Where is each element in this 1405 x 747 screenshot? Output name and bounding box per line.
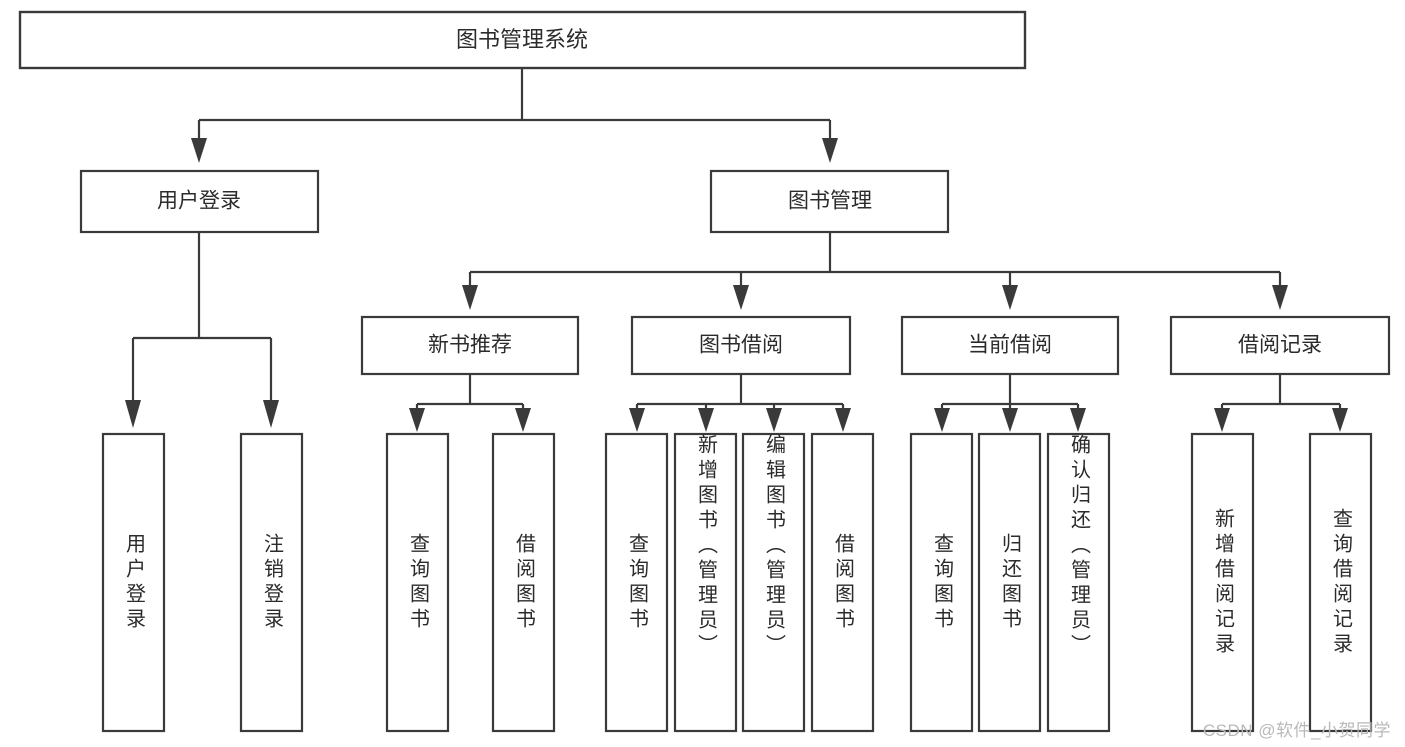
arrow-head-userlogin-leaf2 <box>263 400 279 428</box>
node-book-borrow-box <box>630 315 852 376</box>
arrow-head-bookborrow-leaf1 <box>629 408 645 432</box>
node-root-label: 图书管理系统 <box>456 27 588 52</box>
node-user-login-box <box>79 169 320 234</box>
leaf-box-user-login-0[interactable] <box>101 432 166 733</box>
arrow-head-newbook <box>462 285 478 310</box>
leaf-box-book-borrow-1[interactable] <box>673 432 738 733</box>
arrow-head-bookborrow-leaf3 <box>766 408 782 432</box>
node-borrow-record-box <box>1169 315 1391 376</box>
node-current-borrow[interactable]: 当前借阅 <box>900 315 1120 376</box>
connector-group-borrowrecord-leaves <box>1214 374 1348 432</box>
leaf-box-borrow-record-0[interactable] <box>1190 432 1255 733</box>
connector-group-currentborrow-leaves <box>934 374 1086 432</box>
node-user-login-label: 用户登录 <box>157 190 241 213</box>
node-book-management-label: 图书管理 <box>788 190 872 213</box>
connector-group-userlogin-leaves <box>125 232 279 428</box>
csdn-watermark: CSDN @软件_小贺同学 <box>1202 721 1391 740</box>
node-borrow-record-label: 借阅记录 <box>1238 334 1322 357</box>
node-book-borrow-label: 图书借阅 <box>699 334 783 357</box>
arrow-head-borrowrecord-leaf1 <box>1214 408 1230 432</box>
node-root-system[interactable]: 图书管理系统 <box>18 10 1027 70</box>
node-root-box <box>18 10 1027 70</box>
node-borrow-record[interactable]: 借阅记录 <box>1169 315 1391 376</box>
arrow-head-currentborrow-leaf1 <box>934 408 950 432</box>
leaf-box-borrow-record-1[interactable] <box>1308 432 1373 733</box>
node-new-book-recommend-label: 新书推荐 <box>428 334 512 357</box>
node-new-book-recommend-box <box>360 315 580 376</box>
leaf-box-current-borrow-2[interactable] <box>1046 432 1111 733</box>
leaf-box-book-borrow-3[interactable] <box>810 432 875 733</box>
arrow-head-userlogin <box>191 138 207 163</box>
connector-group-newbook-leaves <box>409 374 531 432</box>
leaf-box-book-borrow-0[interactable] <box>604 432 669 733</box>
arrow-head-currentborrow-leaf2 <box>1002 408 1018 432</box>
node-book-management[interactable]: 图书管理 <box>709 169 950 234</box>
node-book-borrow[interactable]: 图书借阅 <box>630 315 852 376</box>
connector-group-root <box>191 68 838 163</box>
arrow-head-currentborrow-leaf3 <box>1070 408 1086 432</box>
arrow-head-borrowrecord <box>1272 285 1288 310</box>
arrow-head-bookborrow <box>733 285 749 310</box>
leaf-box-current-borrow-0[interactable] <box>909 432 974 733</box>
leaf-box-book-borrow-2[interactable] <box>741 432 806 733</box>
node-user-login[interactable]: 用户登录 <box>79 169 320 234</box>
leaf-box-user-login-1[interactable] <box>239 432 304 733</box>
arrow-head-bookborrow-leaf2 <box>698 408 714 432</box>
node-current-borrow-box <box>900 315 1120 376</box>
arrow-head-newbook-leaf1 <box>409 408 425 432</box>
connector-group-bookmgmt <box>462 232 1288 310</box>
arrow-head-bookborrow-leaf4 <box>835 408 851 432</box>
node-book-management-box <box>709 169 950 234</box>
arrow-head-newbook-leaf2 <box>515 408 531 432</box>
leaf-box-new-book-1[interactable] <box>491 432 556 733</box>
node-current-borrow-label: 当前借阅 <box>968 334 1052 357</box>
leaf-box-new-book-0[interactable] <box>385 432 450 733</box>
leaf-box-current-borrow-1[interactable] <box>977 432 1042 733</box>
node-new-book-recommend[interactable]: 新书推荐 <box>360 315 580 376</box>
arrow-head-userlogin-leaf1 <box>125 400 141 428</box>
arrow-head-currentborrow <box>1002 285 1018 310</box>
connector-group-bookborrow-leaves <box>629 374 851 432</box>
arrow-head-bookmgmt <box>822 138 838 163</box>
arrow-head-borrowrecord-leaf2 <box>1332 408 1348 432</box>
